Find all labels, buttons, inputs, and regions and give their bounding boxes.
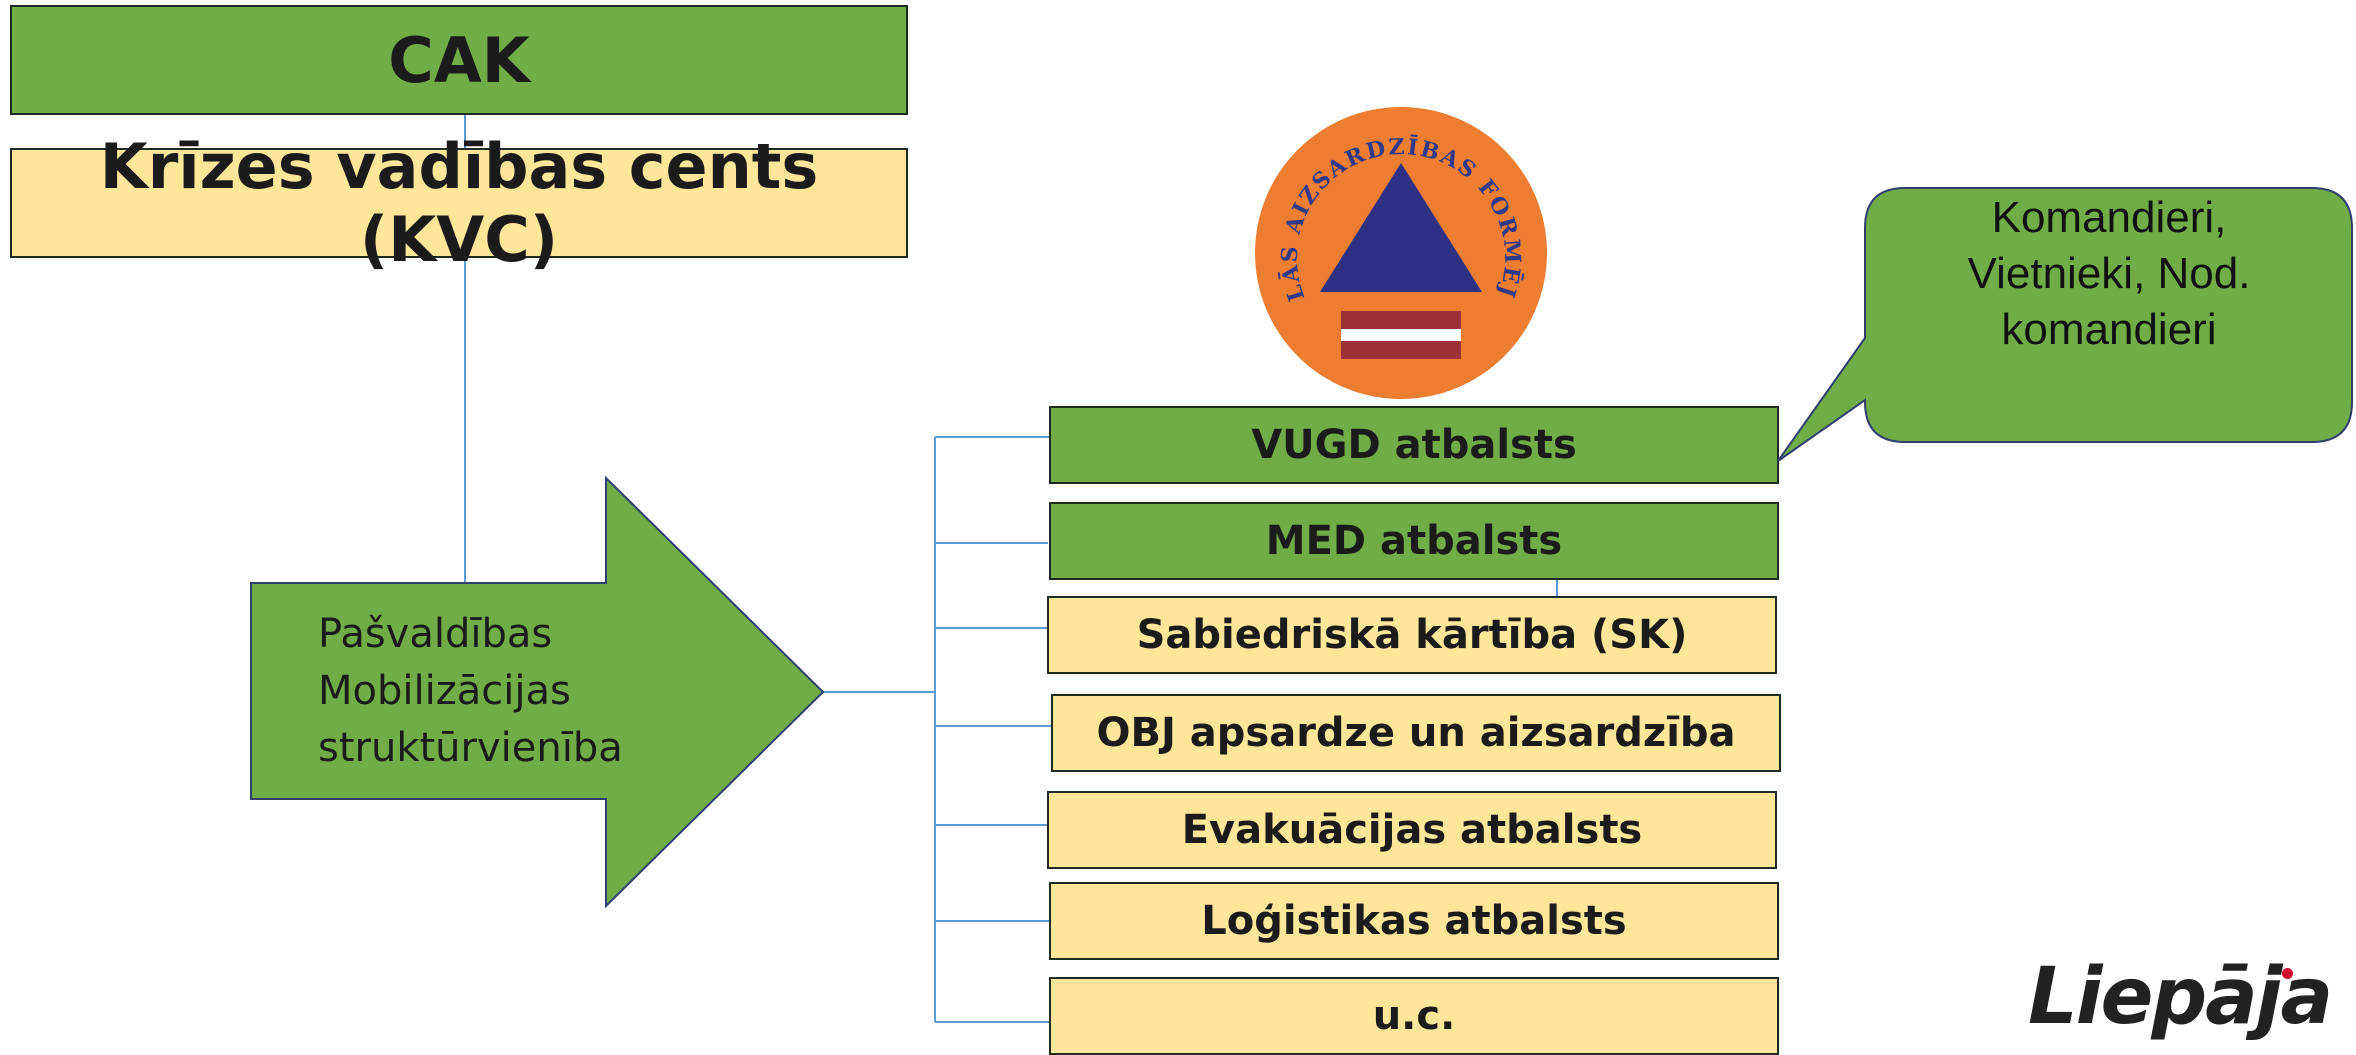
cak-label: CAK	[388, 23, 530, 97]
arrow-label: Pašvaldības Mobilizācijas struktūrvienīb…	[318, 606, 623, 777]
callout-line-2: Vietnieki, Nod.	[1967, 249, 2251, 298]
unit-box-evacuation: Evakuācijas atbalsts	[1047, 791, 1777, 869]
unit-box-logistics: Loģistikas atbalsts	[1049, 882, 1779, 960]
unit-label: u.c.	[1372, 993, 1456, 1039]
callout-line-1: Komandieri,	[1991, 193, 2227, 242]
arrow-line-3: struktūrvienība	[318, 725, 623, 771]
triangle-icon	[1320, 163, 1482, 292]
latvian-flag-icon	[1341, 311, 1461, 359]
unit-label: OBJ apsardze un aizsardzība	[1096, 710, 1736, 756]
liepaja-logo: Liepāja	[2028, 952, 2333, 1042]
unit-label: Loģistikas atbalsts	[1201, 898, 1627, 944]
kvc-label: Krīzes vadības cents (KVC)	[99, 130, 819, 276]
unit-box-med: MED atbalsts	[1049, 502, 1779, 580]
logo-dot-icon	[2282, 968, 2293, 979]
unit-box-obj: OBJ apsardze un aizsardzība	[1051, 694, 1781, 772]
kvc-box: Krīzes vadības cents (KVC)	[10, 130, 908, 276]
unit-label: MED atbalsts	[1265, 518, 1563, 564]
unit-label: VUGD atbalsts	[1251, 422, 1577, 468]
arrow-line-1: Pašvaldības	[318, 611, 553, 657]
unit-label: Evakuācijas atbalsts	[1181, 807, 1643, 853]
callout-label: Komandieri, Vietnieki, Nod. komandieri	[1870, 190, 2348, 358]
unit-box-vugd: VUGD atbalsts	[1049, 406, 1779, 484]
cak-box: CAK	[10, 5, 908, 115]
unit-box-sk: Sabiedriskā kārtība (SK)	[1047, 596, 1777, 674]
arrow-line-2: Mobilizācijas	[318, 668, 571, 714]
unit-label: Sabiedriskā kārtība (SK)	[1136, 612, 1688, 658]
callout-line-3: komandieri	[2001, 305, 2217, 354]
unit-box-other: u.c.	[1049, 977, 1779, 1055]
civil-defense-emblem: CIVILĀS AIZSARDZĪBAS FORMĒJUMS	[1251, 103, 1547, 399]
